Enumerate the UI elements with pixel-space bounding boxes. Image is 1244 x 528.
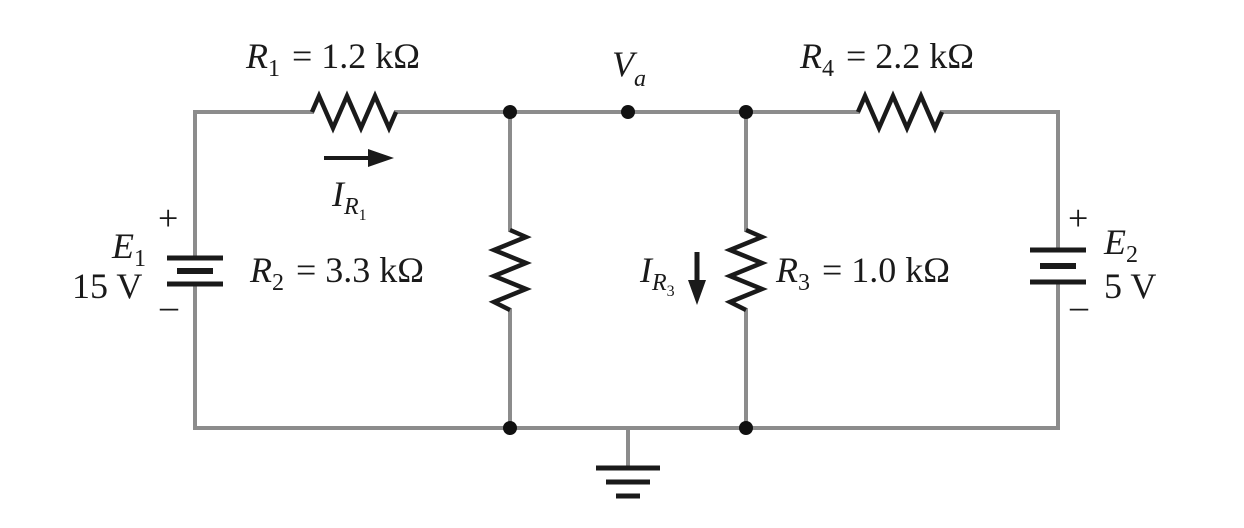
label-e1-plus: +: [158, 198, 178, 238]
node-bottom-r2: [503, 421, 517, 435]
resistor-r3: [724, 227, 768, 313]
label-r4: R4= 2.2 kΩ: [799, 36, 974, 82]
label-e2-value: 5 V: [1104, 266, 1156, 306]
label-current-ir3: IR3: [639, 250, 675, 300]
label-e1-value: 15 V: [72, 266, 142, 306]
node-top-r2: [503, 105, 517, 119]
label-r2: R2= 3.3 kΩ: [249, 250, 424, 296]
ground-symbol: [596, 465, 660, 499]
resistor-r2: [488, 227, 532, 313]
label-e2-plus: +: [1068, 198, 1088, 238]
label-current-ir1: IR1: [331, 174, 367, 224]
label-node-va: Va: [612, 44, 646, 92]
label-e2-minus: –: [1069, 286, 1089, 326]
battery-e1: [167, 255, 223, 287]
current-arrow-ir3: [688, 252, 706, 305]
battery-e2: [1030, 247, 1086, 285]
resistor-r1: [309, 90, 399, 134]
label-e1-minus: –: [159, 286, 179, 326]
node-va: [621, 105, 635, 119]
wire-top-right: [940, 110, 1060, 252]
current-arrow-ir1: [324, 149, 394, 167]
node-bottom-r3: [739, 421, 753, 435]
node-top-r3: [739, 105, 753, 119]
label-e1-name: E1: [111, 226, 146, 272]
label-e2-name: E2: [1103, 222, 1138, 268]
wires: [193, 110, 1060, 470]
label-r1: R1= 1.2 kΩ: [245, 36, 420, 82]
label-r3: R3= 1.0 kΩ: [775, 250, 950, 296]
resistor-r4: [855, 90, 945, 134]
